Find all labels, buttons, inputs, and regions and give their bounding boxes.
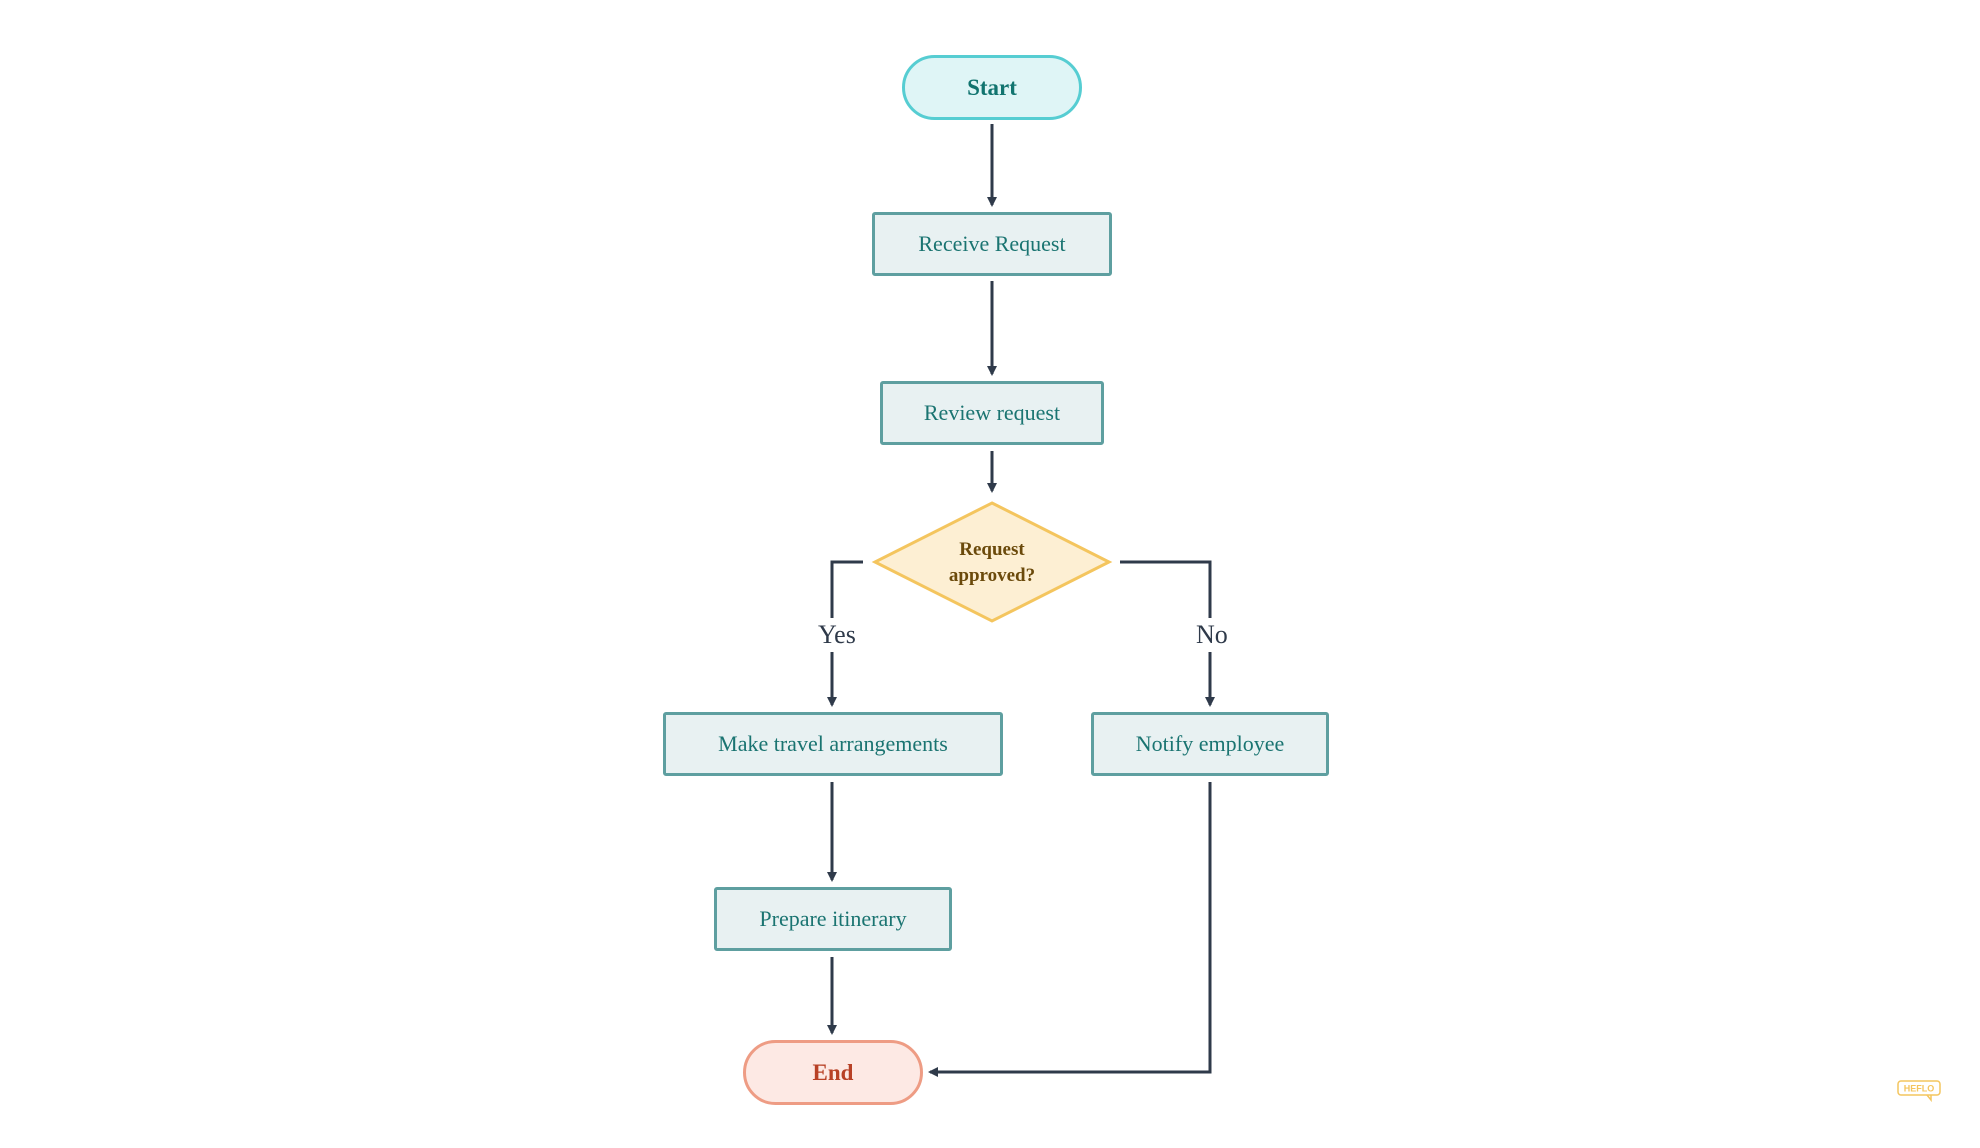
heflo-logo-icon: HEFLO [1897,1080,1941,1102]
review-request-step: Review request [880,381,1104,445]
prepare-itinerary-label: Prepare itinerary [759,906,907,931]
receive-request-step: Receive Request [872,212,1112,276]
decision-diamond [871,501,1113,623]
make-travel-arrangements-label: Make travel arrangements [718,731,948,756]
receive-request-label: Receive Request [918,231,1066,256]
end-label: End [812,1059,854,1085]
arrow-decision-no [1120,560,1215,707]
notify-employee-label: Notify employee [1135,731,1285,756]
decision-label-line1: Request [959,539,1025,560]
make-travel-arrangements-step: Make travel arrangements [663,712,1003,776]
start-label: Start [967,74,1017,100]
notify-employee-step: Notify employee [1091,712,1329,776]
decision-label: Request approved? [902,533,1082,593]
end-node: End [743,1040,923,1105]
review-request-label: Review request [923,400,1061,425]
start-node: Start [902,55,1082,120]
watermark-text: HEFLO [1904,1084,1935,1094]
yes-branch-label: Yes [816,618,858,652]
arrow-notify-to-end [928,782,1212,1077]
decision-label-line2: approved? [948,565,1036,586]
no-branch-label: No [1194,618,1230,652]
prepare-itinerary-step: Prepare itinerary [714,887,952,951]
arrow-decision-yes [827,560,863,707]
